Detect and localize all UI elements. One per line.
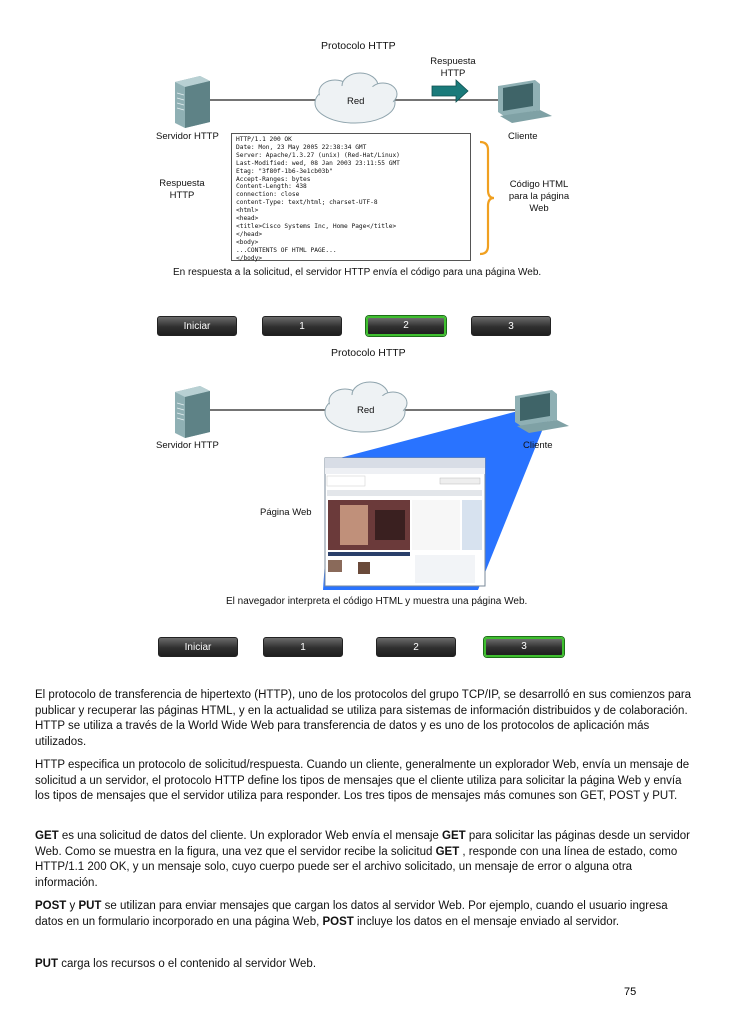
page-number: 75: [624, 986, 637, 998]
figure1-server-label: Servidor HTTP: [156, 131, 219, 142]
paragraph-text: POST y PUT se utilizan para enviar mensa…: [35, 899, 695, 930]
figure2-nav-step3-button[interactable]: 3: [484, 637, 564, 657]
keyword-put: PUT: [35, 958, 58, 970]
text-run: incluye los datos en el mensaje enviado …: [353, 915, 620, 928]
figure2-diagram: [175, 381, 569, 590]
figure2-nav-step2-button[interactable]: 2: [376, 637, 456, 657]
code-line: connection: close: [236, 191, 300, 199]
keyword-get: GET: [442, 830, 466, 842]
figure1-nav-step1-button[interactable]: 1: [262, 316, 342, 336]
paragraph-text: El protocolo de transferencia de hiperte…: [35, 689, 692, 748]
text-run: se utilizan para enviar mensajes que car…: [35, 900, 668, 928]
figure1-diagram: [175, 72, 552, 256]
bracket-icon: [479, 140, 495, 256]
response-arrow-icon: [431, 79, 469, 103]
code-line: content-Type: text/html; charset-UTF-8: [236, 199, 378, 207]
network-cloud-icon: [324, 381, 408, 433]
code-line: </head>: [236, 230, 263, 238]
keyword-post: POST: [35, 900, 67, 912]
code-line: Accept-Ranges: bytes: [236, 175, 311, 183]
figure1-caption: En respuesta a la solicitud, el servidor…: [173, 267, 542, 278]
figure2-title: Protocolo HTTP: [331, 347, 406, 359]
figure2-caption: El navegador interpreta el código HTML y…: [226, 596, 528, 607]
figure2-nav-start-button[interactable]: Iniciar: [158, 637, 238, 657]
paragraph-get: GET es una solicitud de datos del client…: [35, 829, 695, 891]
keyword-get: GET: [435, 845, 460, 858]
code-line: <html>: [236, 207, 259, 215]
figure1-client-label: Cliente: [508, 131, 538, 142]
paragraph-text: PUT carga los recursos o el contenido al…: [35, 957, 695, 973]
paragraph-http-intro: El protocolo de transferencia de hiperte…: [35, 688, 695, 750]
client-computer-icon: [498, 80, 552, 123]
figure2-nav-step1-button[interactable]: 1: [263, 637, 343, 657]
text-run: para solicitar las páginas desde un serv…: [35, 830, 691, 858]
paragraph-text: GET es una solicitud de datos del client…: [35, 829, 695, 891]
code-line: Last-Modified: wed, 08 Jan 2003 23:11:55…: [236, 159, 400, 167]
code-line: <head>: [236, 215, 259, 223]
text-run: y: [66, 900, 79, 912]
code-line: Content-Length: 438: [236, 183, 307, 191]
text-run: es una solicitud de datos del cliente. U…: [58, 830, 442, 842]
figure1-nav-step2-button[interactable]: 2: [366, 316, 446, 336]
code-line: </body>: [236, 254, 263, 262]
figure1-network-label: Red: [347, 96, 365, 107]
code-line: <title>Cisco Systems Inc, Home Page</tit…: [236, 222, 397, 230]
figure1-nav-start-button[interactable]: Iniciar: [157, 316, 237, 336]
figure1-nav-step3-button[interactable]: 3: [471, 316, 551, 336]
client-computer-icon: [515, 390, 569, 433]
figure1-left-label: Respuesta HTTP: [159, 178, 205, 201]
keyword-post: POST: [322, 915, 354, 928]
paragraph-request-response: HTTP especifica un protocolo de solicitu…: [35, 758, 695, 805]
keyword-get: GET: [35, 830, 59, 842]
paragraph-text: HTTP especifica un protocolo de solicitu…: [35, 759, 690, 803]
code-line: Etag: "3f80f-1b6-3e1cb03b": [236, 167, 333, 175]
figure2-client-label: Cliente: [523, 440, 553, 451]
paragraph-post-put: POST y PUT se utilizan para enviar mensa…: [35, 899, 695, 930]
http-response-code-box: HTTP/1.1 200 OK Date: Mon, 23 May 2005 2…: [231, 133, 471, 262]
code-line: HTTP/1.1 200 OK: [236, 136, 292, 143]
code-line: Server: Apache/1.3.27 (unix) (Red-Hat/Li…: [236, 151, 400, 159]
figure1-response-arrow-label: Respuesta HTTP: [430, 56, 476, 79]
paragraph-put: PUT carga los recursos o el contenido al…: [35, 957, 695, 973]
figure2-network-label: Red: [357, 405, 375, 416]
web-page-thumbnail: [324, 457, 486, 587]
figure1-right-label: Código HTML para la página Web: [508, 179, 570, 214]
code-line: Date: Mon, 23 May 2005 22:38:34 GMT: [236, 143, 367, 151]
server-icon: [175, 386, 210, 438]
text-run: , responde con una línea de estado, como…: [35, 845, 678, 889]
figure2-server-label: Servidor HTTP: [156, 440, 219, 451]
code-line: <body>: [236, 238, 259, 246]
figure1-title: Protocolo HTTP: [321, 40, 396, 52]
network-cloud-icon: [314, 72, 398, 124]
figure2-page-label: Página Web: [260, 507, 312, 518]
text-run: carga los recursos o el contenido al ser…: [58, 958, 317, 970]
keyword-put: PUT: [78, 900, 102, 912]
code-line: ...CONTENTS OF HTML PAGE...: [236, 246, 337, 254]
server-icon: [175, 76, 210, 128]
